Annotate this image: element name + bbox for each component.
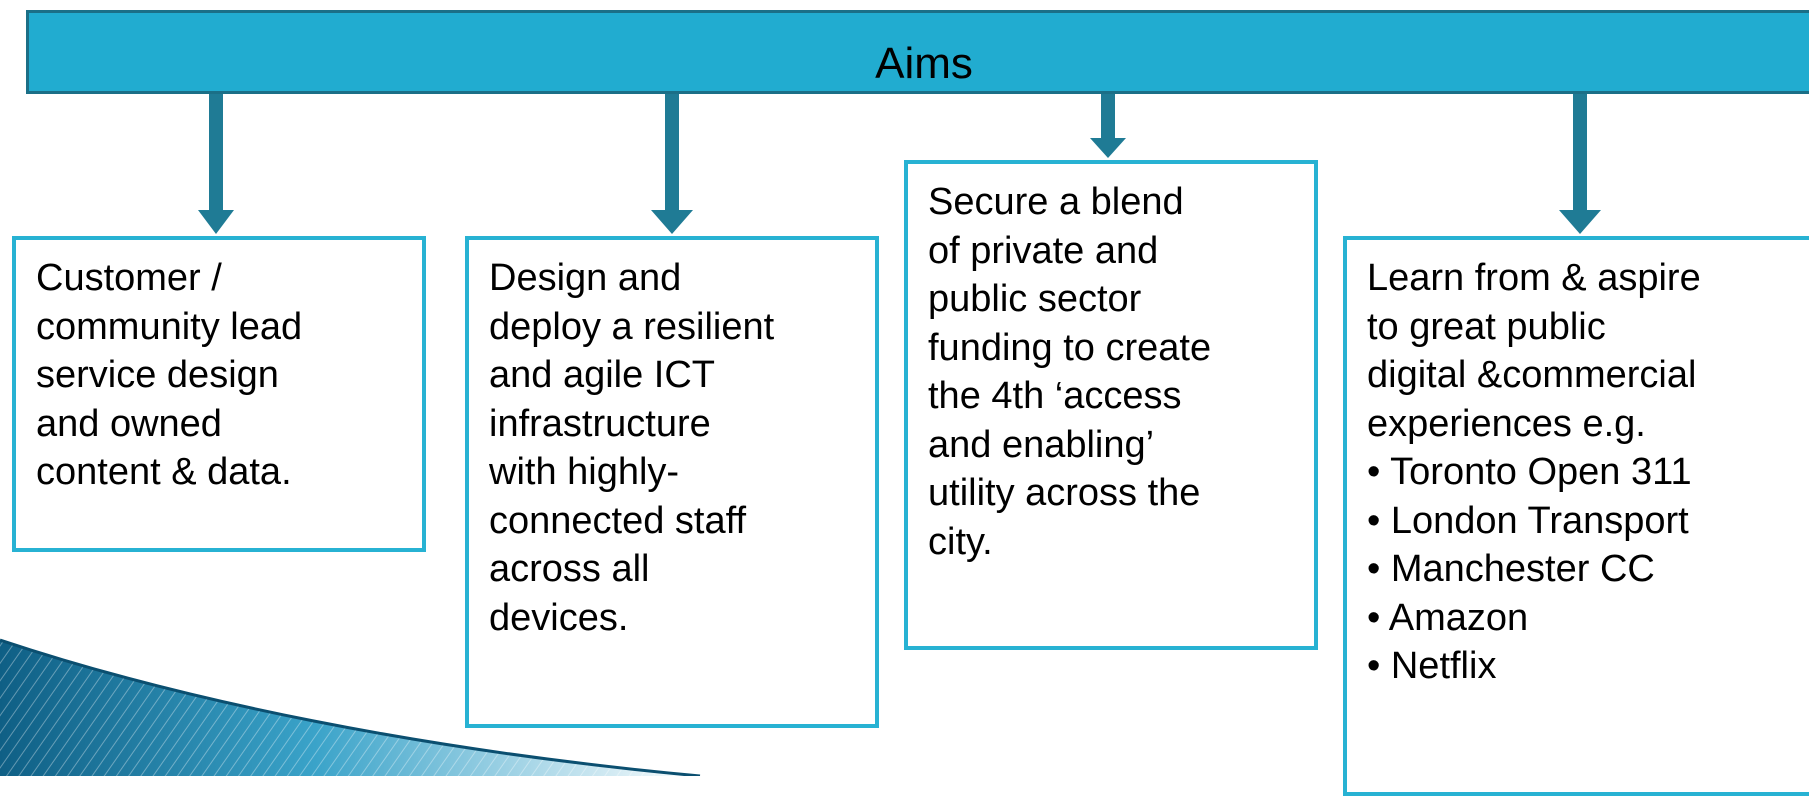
aim-text-line: connected staff <box>489 499 747 542</box>
aim-text-line: devices. <box>489 596 629 639</box>
down-arrow-3 <box>1090 94 1126 158</box>
down-arrow-1 <box>198 94 234 234</box>
aim-text-line: public sector <box>928 278 1142 320</box>
aim-text-line: funding to create <box>928 326 1212 369</box>
aims-header-bar: Aims <box>26 10 1809 94</box>
aim-text-line: the 4th ‘access <box>928 375 1182 417</box>
down-arrow-2 <box>651 94 693 234</box>
aim-text-line: community lead <box>36 305 303 348</box>
aim-box-funding-blend: Secure a blend of private and public sec… <box>904 160 1318 650</box>
aim-text-line: of private and <box>928 229 1159 272</box>
aim-text-line: Secure a blend <box>928 181 1184 223</box>
aim-text-line: digital &commercial <box>1367 354 1697 396</box>
aim-text-line: and agile ICT <box>489 354 716 396</box>
aim-text-line: to great public <box>1367 305 1606 348</box>
aim-text-line: Customer / <box>36 257 222 299</box>
aim-text-line: with highly- <box>489 451 680 493</box>
aim-box-community-service-design: Customer / community lead service design… <box>12 236 426 552</box>
aim-text-line: service design <box>36 354 279 396</box>
aim-box-learn-from-experiences: Learn from & aspire to great public digi… <box>1343 236 1809 796</box>
aim-box-ict-infrastructure: Design and deploy a resilient and agile … <box>465 236 879 728</box>
example-bullet-item: • Toronto Open 311 <box>1367 451 1692 493</box>
aim-text-line: infrastructure <box>489 402 711 445</box>
decorative-swoosh <box>0 638 701 776</box>
aim-text-line: city. <box>928 520 993 563</box>
example-bullet-item: • Netflix <box>1367 645 1497 687</box>
aim-text-line: experiences e.g. <box>1367 402 1646 445</box>
aim-text-line: Design and <box>489 257 682 299</box>
example-bullet-item: • Manchester CC <box>1367 548 1655 590</box>
aim-text-line: deploy a resilient <box>489 305 775 348</box>
example-bullet-item: • London Transport <box>1367 499 1689 542</box>
aim-text-line: across all <box>489 548 650 590</box>
aims-title: Aims <box>875 39 973 88</box>
aim-text-line: Learn from & aspire <box>1367 257 1701 299</box>
down-arrow-4 <box>1559 94 1601 234</box>
aim-text-line: and owned <box>36 402 222 445</box>
aim-text-line: content & data. <box>36 451 292 493</box>
aim-text-line: and enabling’ <box>928 423 1155 466</box>
example-bullet-item: • Amazon <box>1367 596 1529 639</box>
aim-text-line: utility across the <box>928 472 1201 514</box>
